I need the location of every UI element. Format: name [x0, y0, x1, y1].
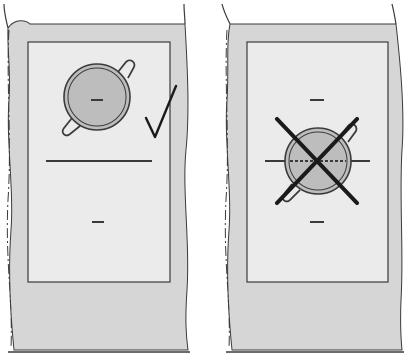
pot-handle-top — [117, 59, 136, 79]
pot-rim — [67, 67, 127, 127]
pot-rim — [288, 131, 348, 191]
check-mark-icon — [144, 84, 178, 139]
top-edge-line-right — [221, 3, 397, 25]
pot-handle-bottom — [61, 117, 81, 137]
right-cut-line — [224, 29, 230, 349]
pot-body — [63, 63, 131, 131]
top-edge-line-left — [3, 3, 186, 29]
panel-incorrect-placement — [221, 3, 404, 353]
pot-correct — [61, 59, 136, 137]
left-cut-line — [6, 29, 12, 349]
panel-correct-placement — [3, 3, 190, 353]
cross-mark-icon — [275, 117, 359, 205]
